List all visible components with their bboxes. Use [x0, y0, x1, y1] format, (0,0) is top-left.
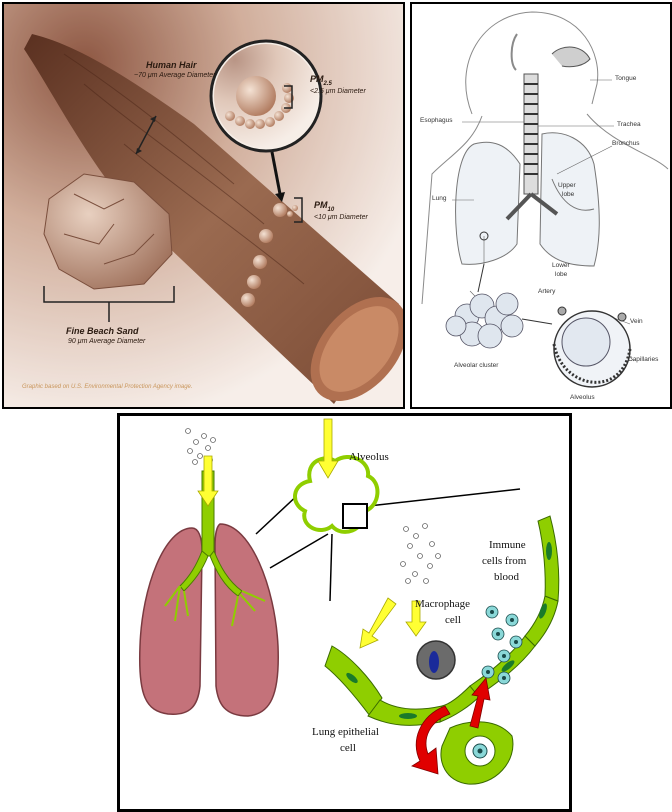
zoom-box: [343, 504, 367, 528]
pm25-subscript: 2.5: [324, 81, 332, 87]
lower-lobe-label-line2: lobe: [555, 271, 567, 278]
pm25-title: PM: [310, 74, 324, 84]
epithelial-label-line1: Lung epithelial: [312, 726, 379, 738]
zoom-lines: [256, 489, 520, 601]
tongue-label: Tongue: [615, 75, 636, 82]
bronchus-label: Bronchus: [612, 140, 639, 147]
esophagus-label: Esophagus: [420, 117, 453, 124]
upper-lobe-label-line2: lobe: [562, 191, 574, 198]
pm10-title: PM: [314, 200, 328, 210]
left-lung: [140, 528, 202, 714]
inhalation-arrow: [198, 456, 218, 506]
respiratory-anatomy-illustration: [412, 4, 670, 407]
immune-cells-label-line2: cells from: [482, 555, 526, 567]
particle-deposition-panel: Alveolus Immune cells from blood Macroph…: [117, 413, 572, 812]
artery-label: Artery: [538, 288, 555, 295]
ear: [512, 34, 517, 70]
particles-in-alveolus: [401, 524, 441, 584]
alveolus-detail: [554, 307, 630, 387]
tongue: [552, 47, 590, 67]
left-lung: [456, 142, 520, 264]
pm25-magnifier: [211, 41, 321, 151]
sand-diameter: 90 μm Average Diameter: [68, 338, 145, 345]
upper-lobe-label-line1: Upper: [558, 182, 576, 189]
capillary: [441, 722, 513, 784]
immune-cells-label-line1: Immune: [489, 539, 526, 551]
macrophage-label-line1: Macrophage: [415, 598, 470, 610]
human-hair-diameter: ~70 μm Average Diameter: [134, 72, 215, 79]
immune-cells: [482, 606, 522, 684]
image-credit: Graphic based on U.S. Environmental Prot…: [22, 384, 193, 390]
deposition-arrow-left: [360, 598, 396, 648]
sand-label: Fine Beach Sand: [66, 326, 139, 336]
pm25-diameter: <2.5 μm Diameter: [310, 88, 366, 95]
alveolus-label: Alveolus: [570, 394, 595, 401]
pm10-diameter: <10 μm Diameter: [314, 214, 368, 221]
right-lung: [540, 133, 599, 266]
lung-label: Lung: [432, 195, 446, 202]
pm10-subscript: 10: [328, 207, 335, 213]
macrophage-label-line2: cell: [445, 614, 461, 626]
right-lung: [215, 524, 278, 716]
epithelial-label-line2: cell: [340, 742, 356, 754]
alveolar-cluster: [446, 293, 523, 348]
particle-size-panel: Human Hair ~70 μm Average Diameter PM2.5…: [2, 2, 405, 409]
capillaries-label: Capillaries: [628, 356, 658, 363]
respiratory-anatomy-panel: Tongue Esophagus Trachea Bronchus Lung U…: [410, 2, 672, 409]
lower-lobe-label-line1: Lower: [552, 262, 570, 269]
human-hair-label: Human Hair: [146, 60, 197, 70]
trachea-label: Trachea: [617, 121, 641, 128]
immune-cells-label-line3: blood: [494, 571, 519, 583]
macrophage-cell: [417, 641, 455, 679]
vein-label: Vein: [630, 318, 643, 325]
pm10-label: PM10: [314, 200, 334, 213]
alveolus-label: Alveolus: [349, 451, 389, 463]
particle-size-illustration: [4, 4, 403, 407]
alveolar-cluster-label: Alveolar cluster: [454, 362, 498, 369]
pm25-label: PM2.5: [310, 74, 332, 87]
